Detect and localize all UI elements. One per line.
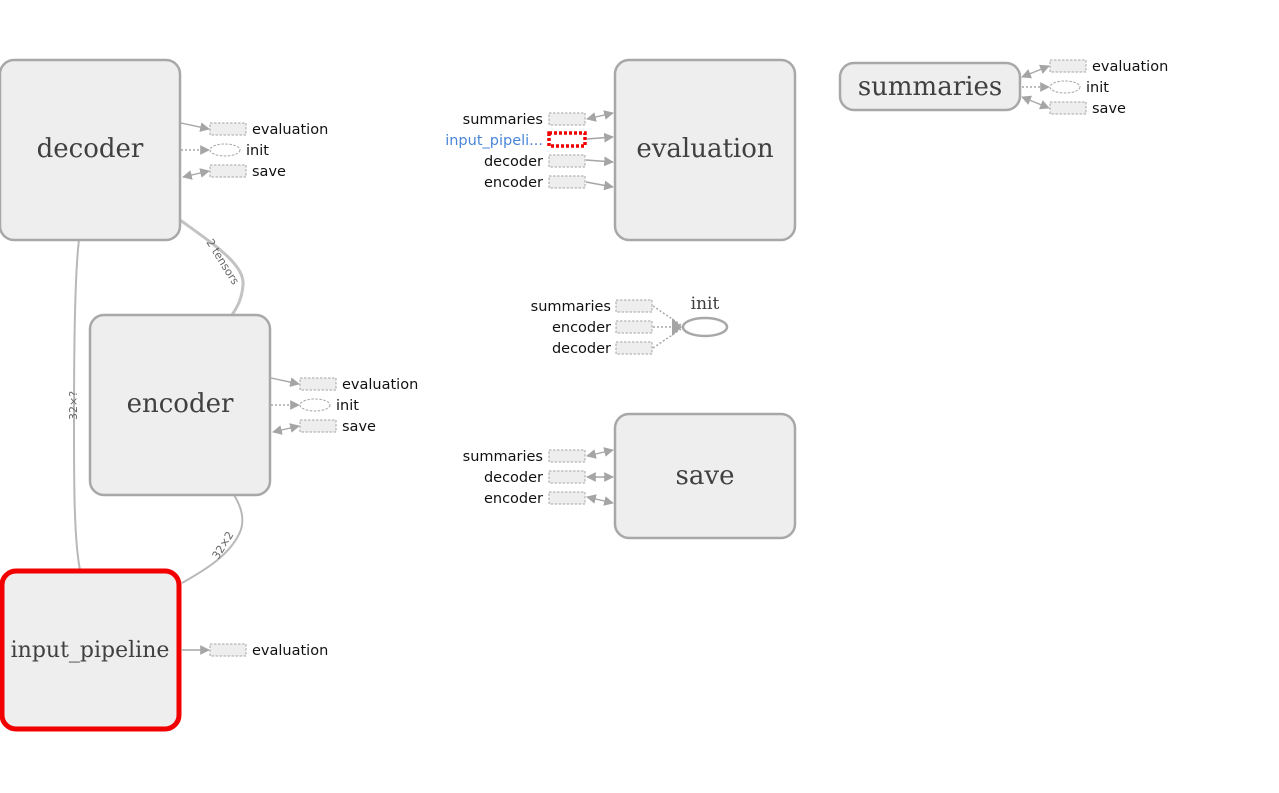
save-group[interactable]: save: [613, 412, 797, 540]
summaries-node[interactable]: [838, 61, 1022, 112]
stub-summaries-evaluation[interactable]: [1049, 59, 1087, 73]
init-node[interactable]: [681, 316, 729, 338]
stub-encoder-evaluation[interactable]: [299, 377, 337, 391]
input-pipeline-out-stubs: evaluation: [181, 643, 328, 659]
save-node[interactable]: [613, 412, 797, 540]
summaries-group[interactable]: summaries: [838, 61, 1022, 112]
edge-decoder-encoder: [179, 218, 245, 316]
evaluation-node[interactable]: [613, 58, 797, 242]
stub-label-encoder-init: init: [336, 398, 359, 414]
init-title: init: [691, 294, 720, 314]
stub-summaries-save[interactable]: [1049, 101, 1087, 115]
stub-label-input-pipeline-evaluation: evaluation: [252, 643, 328, 659]
stub-label-save-encoder: encoder: [484, 491, 543, 507]
init-input-stubs: summaries encoder decoder: [531, 299, 682, 357]
evaluation-group[interactable]: evaluation: [613, 58, 797, 242]
stub-label-init-decoder: decoder: [552, 341, 611, 357]
encoder-node[interactable]: [88, 313, 272, 497]
stub-init-summaries[interactable]: [615, 299, 653, 313]
edge-label-decoder-input: 32×?: [67, 391, 80, 420]
stub-label-eval-encoder: encoder: [484, 175, 543, 191]
stub-eval-input-pipeline[interactable]: [547, 131, 587, 148]
stub-eval-summaries[interactable]: [548, 112, 586, 126]
stub-decoder-evaluation[interactable]: [209, 122, 247, 136]
input-pipeline-group[interactable]: input_pipeline: [0, 568, 182, 732]
encoder-group[interactable]: encoder: [88, 313, 272, 497]
stub-save-decoder[interactable]: [548, 470, 586, 484]
save-input-stubs: summaries decoder encoder: [463, 447, 614, 507]
summaries-out-stubs: evaluation init save: [1021, 59, 1168, 117]
stub-init-encoder[interactable]: [615, 320, 653, 334]
stub-decoder-save[interactable]: [209, 164, 247, 178]
stub-label-decoder-init: init: [246, 143, 269, 159]
stub-label-eval-decoder: decoder: [484, 154, 543, 170]
stub-eval-encoder[interactable]: [548, 175, 586, 189]
decoder-group[interactable]: decoder: [0, 58, 182, 242]
stub-label-summaries-init: init: [1086, 80, 1109, 96]
init-op[interactable]: init: [681, 294, 729, 338]
stub-label-save-summaries: summaries: [463, 449, 543, 465]
stub-label-decoder-save: save: [252, 164, 286, 180]
evaluation-input-stubs: summaries input_pipeli... decoder encode…: [445, 110, 614, 191]
stub-label-summaries-evaluation: evaluation: [1092, 59, 1168, 75]
stub-encoder-save[interactable]: [299, 419, 337, 433]
stub-summaries-init[interactable]: [1049, 80, 1081, 94]
stub-eval-decoder[interactable]: [548, 154, 586, 168]
stub-label-encoder-evaluation: evaluation: [342, 377, 418, 393]
stub-label-eval-input-pipeline[interactable]: input_pipeli...: [445, 133, 543, 149]
stub-label-eval-summaries: summaries: [463, 112, 543, 128]
stub-label-save-decoder: decoder: [484, 470, 543, 486]
stub-label-encoder-save: save: [342, 419, 376, 435]
stub-save-summaries[interactable]: [548, 449, 586, 463]
edge-label-decoder-encoder: 2 tensors: [203, 237, 241, 288]
stub-save-encoder[interactable]: [548, 491, 586, 505]
edge-encoder-input-pipeline: [181, 494, 244, 584]
input-pipeline-node[interactable]: [0, 568, 182, 732]
encoder-out-stubs: evaluation init save: [270, 377, 418, 435]
stub-label-init-encoder: encoder: [552, 320, 611, 336]
stub-label-summaries-save: save: [1092, 101, 1126, 117]
edge-decoder-input-pipeline: [73, 239, 81, 571]
stub-init-decoder[interactable]: [615, 341, 653, 355]
stub-input-pipeline-evaluation[interactable]: [209, 643, 247, 657]
decoder-node[interactable]: [0, 58, 182, 242]
stub-encoder-init[interactable]: [299, 398, 331, 412]
decoder-out-stubs: evaluation init save: [180, 122, 328, 180]
stub-label-decoder-evaluation: evaluation: [252, 122, 328, 138]
stub-decoder-init[interactable]: [209, 143, 241, 157]
stub-label-init-summaries: summaries: [531, 299, 611, 315]
